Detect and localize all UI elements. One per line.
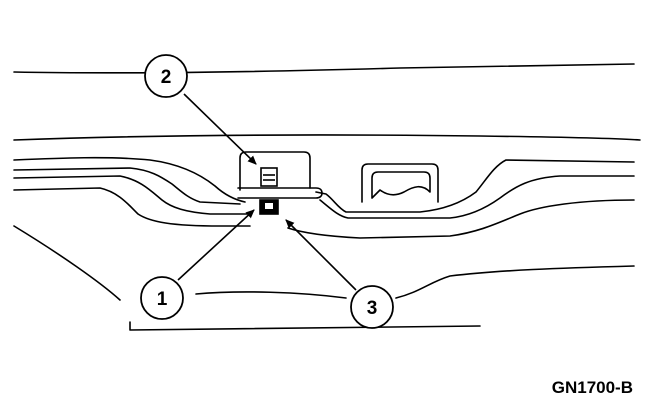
right-contour-upper <box>315 159 635 213</box>
left-contour-middle <box>13 175 251 215</box>
callout-number-3: 3 <box>367 298 378 319</box>
leader-line-3 <box>285 219 357 291</box>
callout-circle-1 <box>140 276 184 320</box>
upper-nut <box>260 167 278 187</box>
callout-circle-2 <box>144 54 188 98</box>
upper-panel-edge <box>13 63 635 74</box>
bracket-flange <box>237 187 323 199</box>
callout-number-1: 1 <box>157 289 168 310</box>
lower-left-diagonal <box>13 225 121 301</box>
leader-lines <box>177 93 357 291</box>
left-contour-lower <box>13 187 251 227</box>
lower-center-curve <box>195 291 347 299</box>
bottom-ground-line <box>129 321 481 331</box>
c-channel-outer <box>361 163 439 203</box>
callout-2: 2 <box>144 54 188 98</box>
callout-3: 3 <box>350 285 394 329</box>
lower-bolt-highlight <box>265 203 273 209</box>
leader-line-2 <box>183 93 257 165</box>
right-contour-lower <box>287 199 635 239</box>
fastener-assembly <box>259 167 279 215</box>
c-channel-inner <box>371 171 431 199</box>
callout-1: 1 <box>140 276 184 320</box>
left-contour-upper <box>13 167 241 205</box>
mounting-bracket <box>239 151 311 191</box>
left-sweep-1 <box>13 156 246 203</box>
leader-line-1 <box>177 209 255 281</box>
lower-right-curve <box>395 265 635 299</box>
figure-id: GN1700-B <box>552 378 633 397</box>
callout-circle-3 <box>350 285 394 329</box>
callout-number-2: 2 <box>161 67 172 88</box>
body-panel-outline <box>13 63 641 331</box>
upper-body-line <box>13 134 641 141</box>
right-contour-middle <box>319 175 635 219</box>
